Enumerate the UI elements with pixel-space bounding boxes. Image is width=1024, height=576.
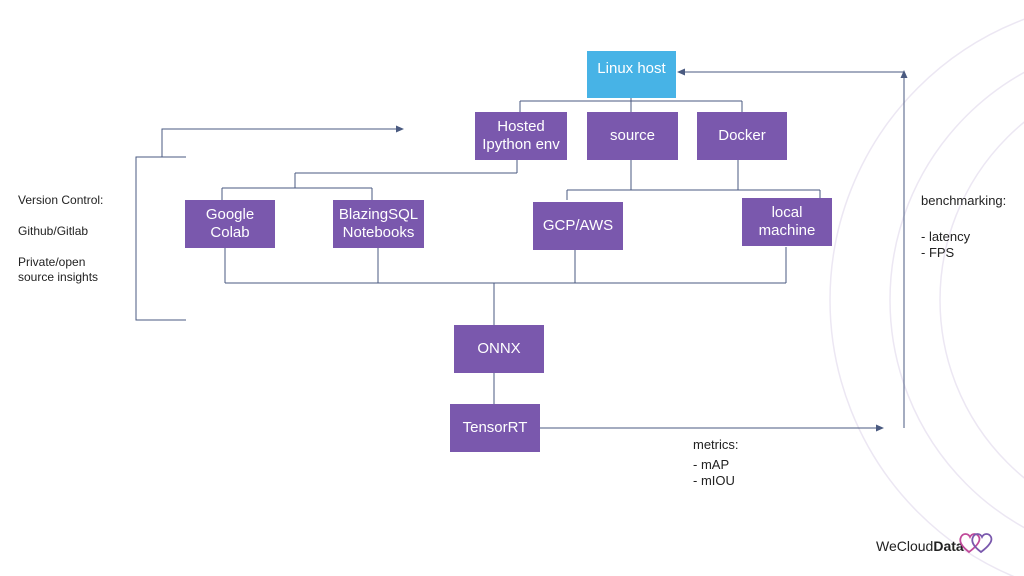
brand-logo-text: WeCloudData xyxy=(876,538,964,554)
benchmarking-items: - latency - FPS xyxy=(921,229,971,260)
metrics-title: metrics: xyxy=(693,437,739,452)
node-source: source xyxy=(587,112,678,160)
node-hosted-ipython: Hosted Ipython env xyxy=(475,112,567,160)
background-arcs xyxy=(829,18,1024,576)
arrow-up-right xyxy=(900,70,908,78)
metrics-items: - mAP - mIOU xyxy=(693,457,735,488)
node-docker: Docker xyxy=(697,112,787,160)
arrow-right-bottom xyxy=(876,424,884,432)
node-blazingsql: BlazingSQL Notebooks xyxy=(333,200,424,248)
note-github-gitlab: Github/Gitlab xyxy=(18,224,89,238)
node-tensorrt: TensorRT xyxy=(450,404,540,452)
brand-hearts-icon xyxy=(959,533,993,554)
brand-name-light: WeCloud xyxy=(876,538,934,554)
arrowheads xyxy=(396,68,908,432)
node-linux-host: Linux host xyxy=(587,51,676,98)
node-onnx: ONNX xyxy=(454,325,544,373)
node-gcp-aws: GCP/AWS xyxy=(533,202,623,250)
benchmarking-title: benchmarking: xyxy=(921,193,1007,208)
node-local-machine: local machine xyxy=(742,198,832,246)
note-version-control: Version Control: xyxy=(18,193,104,207)
connector-lines xyxy=(135,71,905,429)
node-google-colab: Google Colab xyxy=(185,200,275,248)
arrow-left-host xyxy=(677,68,685,76)
arrow-right-top xyxy=(396,125,404,133)
brand-name-bold: Data xyxy=(933,538,964,554)
note-private-open-source: Private/open source insights xyxy=(18,255,99,284)
